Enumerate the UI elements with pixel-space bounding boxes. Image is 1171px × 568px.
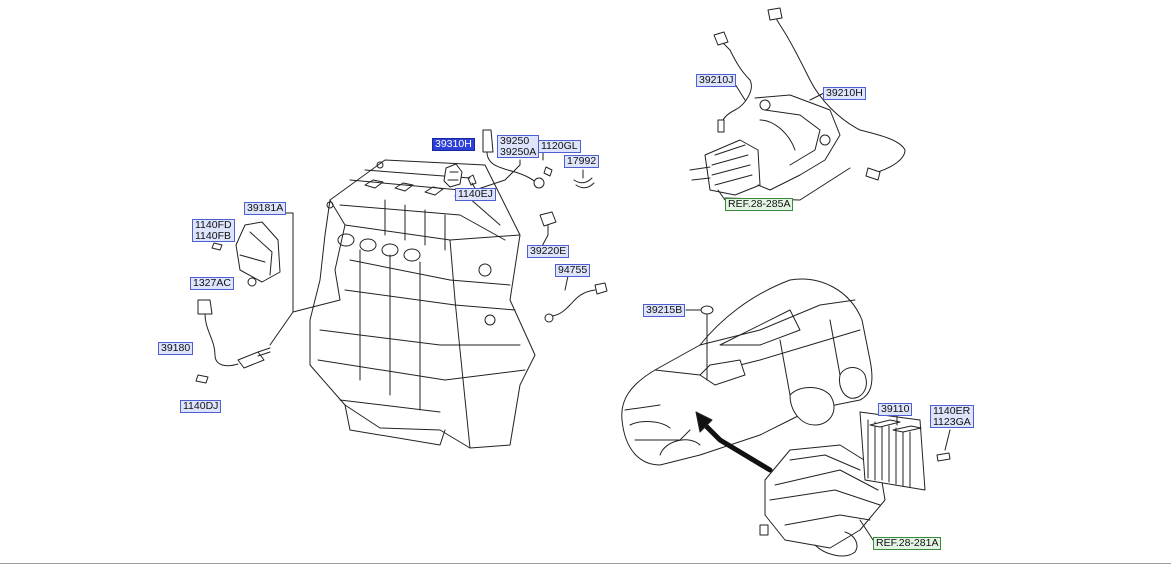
part-label-1140FD[interactable]: 1140FD	[195, 219, 232, 231]
part-label-39215B[interactable]: 39215B	[643, 304, 686, 317]
part-label-1140DJ[interactable]: 1140DJ	[180, 400, 222, 413]
bottom-divider	[0, 563, 1171, 564]
part-label-1327AC[interactable]: 1327AC	[190, 277, 234, 290]
air-cleaner-drawing	[759, 444, 886, 557]
ref-label-28-281A[interactable]: REF.28-281A	[873, 537, 942, 550]
part-label-39250-group[interactable]: 39250 39250A	[497, 135, 540, 158]
part-label-39310H[interactable]: 39310H	[432, 138, 475, 151]
part-label-17992[interactable]: 17992	[564, 155, 600, 168]
part-label-39250A[interactable]: 39250A	[500, 145, 537, 158]
exhaust-manifold-drawing	[689, 7, 906, 201]
part-label-39220E[interactable]: 39220E	[527, 245, 570, 258]
engine-small-parts	[195, 129, 608, 384]
ref-label-28-285A[interactable]: REF.28-285A	[725, 198, 794, 211]
part-label-94755[interactable]: 94755	[555, 264, 591, 277]
part-label-1140ER[interactable]: 1140ER	[933, 405, 971, 417]
part-label-39110[interactable]: 39110	[878, 403, 913, 416]
part-label-1140FB[interactable]: 1140FB	[195, 229, 231, 242]
engine-leader-lines	[269, 147, 584, 346]
part-label-1120GL[interactable]: 1120GL	[538, 140, 581, 153]
part-label-39180[interactable]: 39180	[158, 342, 194, 355]
part-label-39181A[interactable]: 39181A	[244, 202, 287, 215]
part-label-1140EJ[interactable]: 1140EJ	[455, 188, 496, 201]
ecu-drawing	[859, 411, 951, 491]
part-label-39210J[interactable]: 39210J	[696, 74, 737, 87]
part-label-1123GA[interactable]: 1123GA	[933, 415, 971, 428]
part-label-39250[interactable]: 39250	[500, 135, 530, 147]
part-label-1140FD-group[interactable]: 1140FD 1140FB	[192, 219, 235, 242]
part-label-39210H[interactable]: 39210H	[823, 87, 866, 100]
part-label-1140ER-group[interactable]: 1140ER 1123GA	[930, 405, 974, 428]
car-drawing	[621, 278, 873, 473]
engine-block-drawing	[309, 159, 536, 449]
